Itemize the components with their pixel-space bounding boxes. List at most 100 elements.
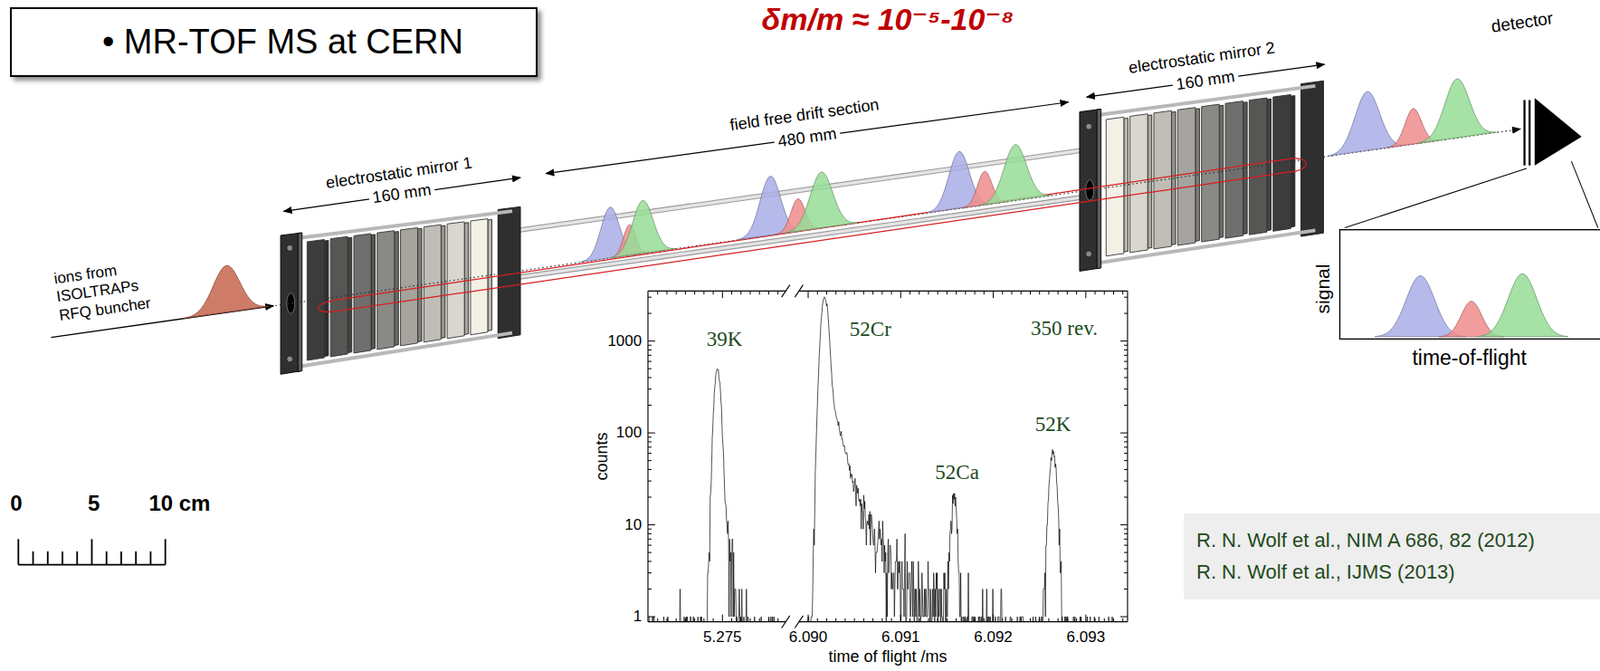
mirror-flange — [497, 206, 521, 338]
y-tick — [1120, 616, 1128, 618]
y-tick — [1123, 296, 1128, 298]
electrode-plate — [1153, 110, 1172, 249]
electrode-plate — [306, 239, 324, 361]
y-tick — [1123, 528, 1128, 530]
electrode-plate — [447, 221, 465, 339]
x-tick — [666, 618, 667, 622]
scale-number: 5 — [87, 490, 100, 516]
detector-plate — [1528, 99, 1531, 165]
tick-label: 6.091 — [881, 628, 921, 647]
x-tick — [983, 290, 985, 295]
tick-label: 5.275 — [703, 628, 743, 647]
x-tick — [946, 618, 948, 622]
y-tick — [647, 344, 652, 346]
y-tick — [1123, 349, 1128, 351]
axis-title: counts — [592, 431, 612, 480]
x-tick — [927, 290, 929, 295]
y-tick — [1123, 376, 1128, 378]
leader-line — [1571, 161, 1598, 228]
drift-rod — [514, 197, 1084, 278]
x-tick — [881, 290, 883, 295]
y-tick — [1123, 533, 1128, 534]
x-tick — [1038, 290, 1040, 295]
headline: δm/m ≈ 10⁻⁵-10⁻⁸ — [761, 1, 1014, 38]
y-tick — [647, 538, 652, 540]
peak-label: 39K — [706, 327, 743, 352]
x-tick — [731, 618, 733, 622]
x-tick — [1047, 290, 1049, 295]
dimension-arrow — [283, 177, 521, 211]
scale-tick — [47, 551, 49, 565]
x-tick — [657, 290, 658, 295]
x-tick — [1057, 290, 1059, 295]
y-tick — [647, 523, 656, 525]
x-tick — [808, 290, 810, 298]
x-tick — [891, 290, 893, 295]
tick-label: 10 — [624, 515, 642, 534]
y-tick — [1123, 480, 1128, 482]
x-tick — [817, 618, 819, 622]
ion-trajectory — [318, 158, 1306, 312]
x-tick — [881, 618, 883, 622]
y-tick — [647, 480, 652, 482]
x-tick — [722, 290, 724, 298]
x-tick — [835, 290, 837, 295]
y-tick — [1123, 361, 1128, 362]
axis-break — [781, 615, 791, 629]
y-tick — [647, 376, 652, 378]
bolt-hole — [1085, 123, 1093, 130]
y-tick — [1123, 436, 1128, 438]
y-tick — [1123, 468, 1128, 470]
mirror-rod — [288, 333, 513, 369]
x-tick — [685, 290, 686, 295]
detector-plate — [1523, 99, 1525, 165]
x-tick — [1076, 618, 1077, 622]
scale-number: 0 — [9, 490, 22, 516]
electrode-plate — [1130, 114, 1149, 253]
y-tick — [1123, 440, 1128, 442]
x-tick — [1011, 290, 1013, 295]
dimension: 160 mm — [1171, 66, 1239, 96]
y-tick — [647, 296, 652, 298]
x-tick — [1020, 618, 1022, 622]
x-tick — [777, 290, 779, 295]
drift-rod — [514, 197, 1084, 278]
x-tick — [1113, 618, 1115, 622]
leader-line — [1344, 168, 1527, 228]
electrode-plate — [470, 219, 488, 335]
tof-spectrum — [647, 285, 1128, 629]
x-tick — [713, 290, 715, 295]
scale-tick — [105, 551, 108, 565]
x-tick — [826, 290, 828, 295]
y-tick — [1123, 344, 1128, 346]
x-tick — [731, 290, 733, 295]
electrode-plate — [330, 236, 348, 357]
y-tick — [647, 533, 652, 534]
x-tick — [666, 290, 667, 295]
ion-bunch — [183, 265, 269, 318]
x-tick — [1122, 618, 1124, 622]
y-tick — [1123, 404, 1128, 406]
bolt-hole — [1085, 250, 1093, 258]
x-tick — [817, 290, 819, 295]
y-tick — [647, 468, 652, 470]
scale-tick — [32, 551, 35, 565]
scale-tick — [61, 551, 64, 565]
box-text: • MR-TOF MS at CERN — [102, 21, 464, 64]
bolt-hole — [286, 244, 294, 251]
y-tick — [1123, 459, 1128, 461]
y-tick — [1123, 538, 1128, 540]
y-tick — [1123, 588, 1128, 590]
x-tick — [1122, 290, 1124, 295]
x-tick — [749, 618, 751, 622]
spectrum-trace — [804, 296, 1127, 622]
x-tick — [657, 618, 658, 622]
y-tick — [647, 544, 652, 546]
x-tick — [937, 618, 939, 622]
axis-break — [794, 285, 803, 298]
x-tick — [759, 618, 761, 622]
tick-label: 6.093 — [1066, 628, 1106, 647]
electrode-plate — [353, 233, 372, 353]
tick-label: 6.090 — [789, 628, 829, 647]
x-tick — [1020, 290, 1022, 295]
